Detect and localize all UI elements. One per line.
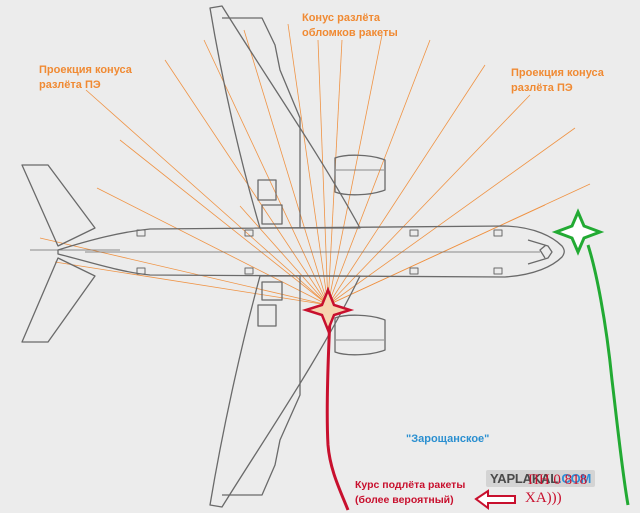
fragment-rays [39,23,591,306]
cockpit-window [527,239,553,265]
alt-marker [551,208,605,256]
arrow [474,489,516,510]
course-label: Курс подлёта ракеты (более вероятный) [355,478,465,508]
arrow-left-icon [474,489,516,510]
left-projection-line2: разлёта ПЭ [39,79,101,91]
alt-track [586,244,630,506]
watermark: YAPLAKAL.COM [486,470,596,487]
star-icon [551,208,605,256]
lower-flap-track-1 [257,304,277,327]
left-projection-label: Проекция конуса разлёта ПЭ [39,63,132,93]
debris-cone-line1: Конус разлёта [302,12,380,24]
upper-flap-track-1 [257,179,277,201]
fuselage [57,225,565,278]
upper-engine [334,154,386,196]
village-label: "Зарощанское" [406,433,490,445]
course-line1: Курс подлёта ракеты [355,479,466,491]
left-projection-line1: Проекция конуса [39,64,132,76]
right-projection-line1: Проекция конуса [511,67,604,79]
flight-label: ПН 0 818 [528,472,588,488]
star-icon [301,286,355,334]
lower-engine [334,314,386,356]
missile-track [325,317,350,511]
lower-wing-flap [222,276,301,496]
impact-marker [301,286,355,334]
fuselage-doors [136,229,503,275]
upper-flap-track-2 [261,204,283,225]
laugh-label: ХА))) [525,490,562,506]
lower-tailplane [21,257,96,343]
upper-tailplane [21,164,96,247]
upper-wing [209,5,361,229]
watermark-suffix: .COM [557,471,592,486]
lower-flap-track-2 [261,281,283,301]
aircraft-outline [21,5,565,508]
debris-cone-line2: обломков ракеты [302,27,398,39]
course-line2: (более вероятный) [355,494,454,506]
watermark-main: YAPLAKAL [490,471,558,486]
debris-cone-label: Конус разлёта обломков ракеты [302,11,398,41]
right-projection-line2: разлёта ПЭ [511,82,573,94]
upper-wing-flap [222,17,301,228]
lower-wing [209,275,361,508]
right-projection-label: Проекция конуса разлёта ПЭ [511,66,604,96]
